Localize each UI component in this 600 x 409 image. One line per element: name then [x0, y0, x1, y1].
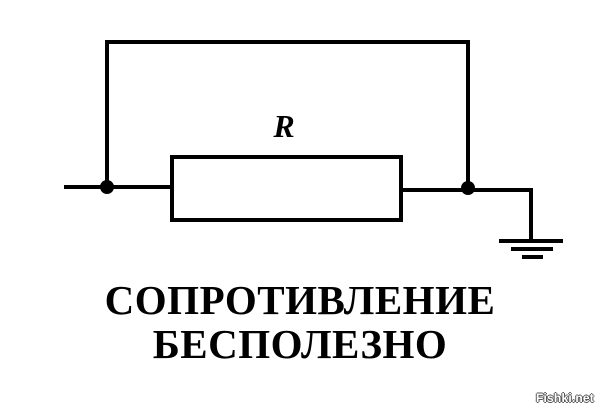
resistor-label: R — [273, 108, 295, 144]
watermark: Fishki.net — [535, 391, 594, 405]
resistor-icon — [170, 155, 403, 222]
caption-line-2: БЕСПОЛЕЗНО — [152, 321, 448, 367]
ground-wire — [399, 188, 533, 242]
bypass-wire — [105, 40, 470, 190]
junction-right-dot — [461, 181, 475, 195]
junction-left-dot — [100, 180, 114, 194]
caption-line-1: СОПРОТИВЛЕНИЕ — [104, 277, 496, 323]
ground-icon — [499, 239, 563, 259]
